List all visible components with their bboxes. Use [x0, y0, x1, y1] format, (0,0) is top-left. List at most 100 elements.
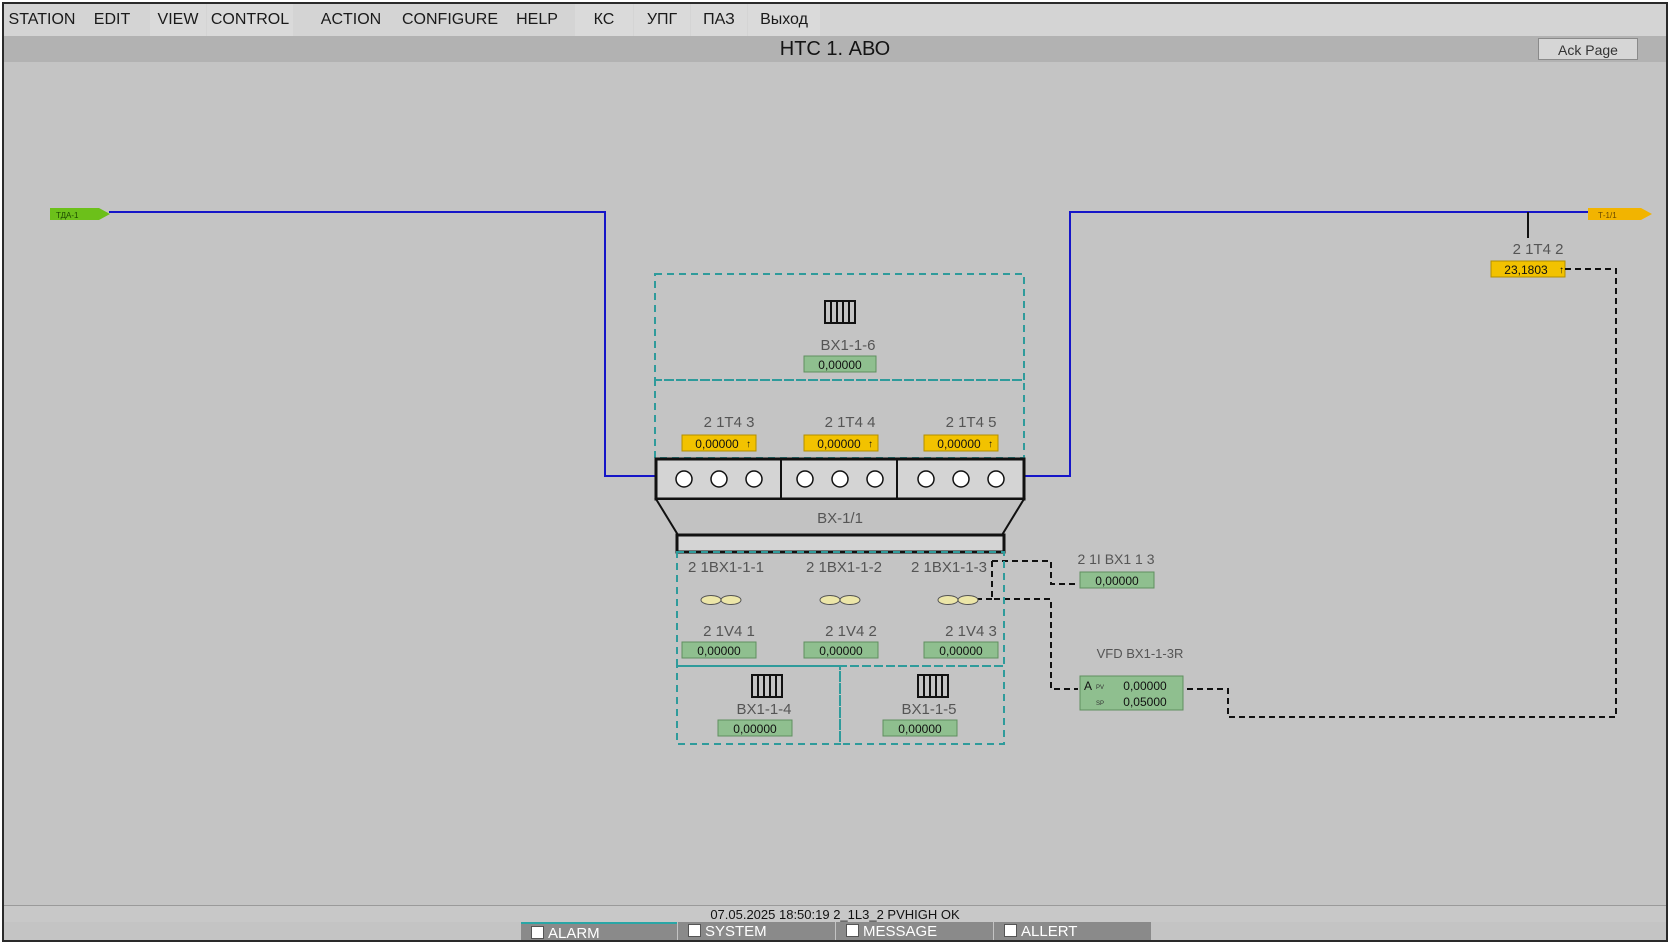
tab-allert-label: ALLERT — [1021, 923, 1078, 940]
tube-bundle — [675, 470, 1005, 488]
bottom-module-1-icon[interactable] — [751, 674, 783, 698]
tab-system-label: SYSTEM — [705, 923, 767, 940]
vib-1-value[interactable]: 0,00000 — [681, 641, 757, 659]
bottom-module-1-value[interactable]: 0,00000 — [717, 719, 793, 737]
alarm-flag-icon: ↑ — [1559, 265, 1564, 276]
inlet-arrow-icon — [50, 208, 110, 220]
vfd-faceplate[interactable]: A PV SP 0,00000 0,05000 — [1079, 675, 1184, 711]
top-module-value[interactable]: 0,00000 — [803, 355, 877, 373]
menu-edit[interactable]: EDIT — [93, 11, 131, 28]
status-bar: 07.05.2025 18:50:19 2_1L3_2 PVHIGH OK — [4, 905, 1666, 923]
vfd-signal-link — [991, 561, 1078, 690]
menu-configure[interactable]: CONFIGURE — [402, 11, 498, 28]
outlet-temp-text: 23,1803 — [1504, 263, 1548, 277]
menu-station[interactable]: STATION — [8, 11, 76, 28]
vfd-pv-label: PV — [1096, 685, 1104, 691]
temp-2-value[interactable]: 0,00000 ↑ — [803, 434, 879, 452]
menu-help[interactable]: HELP — [516, 11, 558, 28]
fan-2-icon[interactable] — [819, 595, 861, 605]
process-mimic: ТДА-1 Т-1/1 2 1T4 2 23,1803 ↑ — [50, 208, 1652, 745]
menu-view[interactable]: VIEW — [150, 4, 206, 36]
vib-2-label: 2 1V4 2 — [825, 623, 877, 640]
fan-1-icon[interactable] — [700, 595, 742, 605]
temp-2-label: 2 1T4 4 — [825, 414, 876, 431]
outlet-tag-label: Т-1/1 — [1598, 211, 1617, 220]
title-bar: НТС 1. АВО Ack Page — [4, 36, 1666, 62]
vfd-sp-value: 0,05000 — [1123, 695, 1167, 709]
outlet-temp-label: 2 1T4 2 — [1513, 241, 1564, 258]
menu-upg[interactable]: УПГ — [634, 4, 690, 36]
unit-label: BX-1/1 — [817, 510, 863, 527]
outlet-arrow-icon — [1588, 208, 1652, 220]
alarm-flag-icon: ↑ — [988, 439, 993, 450]
checkbox-icon[interactable] — [1004, 924, 1017, 937]
bottom-module-2-value[interactable]: 0,00000 — [882, 719, 958, 737]
alarm-flag-icon: ↑ — [868, 439, 873, 450]
bottom-module-1-value-text: 0,00000 — [733, 722, 777, 736]
checkbox-icon[interactable] — [846, 924, 859, 937]
air-cooler-unit[interactable] — [654, 457, 1026, 554]
current-signal-link — [992, 560, 1078, 585]
menu-action[interactable]: ACTION — [320, 11, 382, 28]
menu-control[interactable]: CONTROL — [207, 4, 293, 36]
current-label: 2 1I BX1 1 3 — [1077, 551, 1154, 567]
temp-3-value[interactable]: 0,00000 ↑ — [923, 434, 999, 452]
menu-paz[interactable]: ПАЗ — [691, 4, 747, 36]
top-module-icon[interactable] — [824, 300, 856, 324]
status-message: 07.05.2025 18:50:19 2_1L3_2 PVHIGH OK — [710, 907, 960, 922]
checkbox-icon[interactable] — [688, 924, 701, 937]
bottom-module-2-icon[interactable] — [917, 674, 949, 698]
temp-sensors-frame — [654, 379, 1025, 459]
vib-1-text: 0,00000 — [697, 644, 741, 658]
current-value[interactable]: 0,00000 — [1079, 571, 1155, 589]
temp-3-text: 0,00000 — [937, 437, 981, 451]
fan-3-icon[interactable] — [937, 595, 979, 605]
tab-system[interactable]: SYSTEM — [678, 922, 835, 940]
temp-1-value[interactable]: 0,00000 ↑ — [681, 434, 757, 452]
vib-3-value[interactable]: 0,00000 — [923, 641, 999, 659]
temp-2-text: 0,00000 — [817, 437, 861, 451]
alarm-flag-icon: ↑ — [746, 439, 751, 450]
menu-bar: STATION EDIT VIEW CONTROL ACTION CONFIGU… — [4, 4, 1666, 37]
outlet-tag[interactable]: Т-1/1 — [1588, 208, 1652, 220]
top-module-label: BX1-1-6 — [820, 337, 875, 354]
current-value-text: 0,00000 — [1095, 574, 1139, 588]
checkbox-icon[interactable] — [531, 926, 544, 939]
page-title: НТС 1. АВО — [779, 38, 891, 60]
vfd-pv-value: 0,00000 — [1123, 679, 1167, 693]
inlet-tag-label: ТДА-1 — [56, 211, 79, 220]
tab-message[interactable]: MESSAGE — [836, 922, 993, 940]
outlet-temp-value[interactable]: 23,1803 ↑ — [1490, 260, 1566, 278]
fan-2-label: 2 1BX1-1-2 — [806, 559, 882, 576]
outlet-pipe — [1024, 211, 1592, 477]
bottom-module-1-label: BX1-1-4 — [736, 701, 791, 718]
vib-3-text: 0,00000 — [939, 644, 983, 658]
inlet-tag[interactable]: ТДА-1 — [50, 208, 110, 220]
top-module-frame — [654, 273, 1025, 381]
vib-2-text: 0,00000 — [819, 644, 863, 658]
bottom-module-2-label: BX1-1-5 — [901, 701, 956, 718]
vfd-sp-label: SP — [1096, 701, 1104, 707]
ack-page-button[interactable]: Ack Page — [1538, 38, 1638, 60]
temp-control-link — [1182, 268, 1617, 718]
bottom-module-2-value-text: 0,00000 — [898, 722, 942, 736]
alarm-tab-bar: ALARM SYSTEM MESSAGE ALLERT — [4, 922, 1666, 942]
inlet-pipe — [109, 211, 656, 477]
temp-1-label: 2 1T4 3 — [704, 414, 755, 431]
fan-3-label: 2 1BX1-1-3 — [911, 559, 987, 576]
vib-1-label: 2 1V4 1 — [703, 623, 755, 640]
tab-alarm[interactable]: ALARM — [521, 922, 677, 942]
tab-alarm-label: ALARM — [548, 925, 600, 942]
temp-1-text: 0,00000 — [695, 437, 739, 451]
vfd-label: VFD BX1-1-3R — [1097, 646, 1184, 661]
vib-2-value[interactable]: 0,00000 — [803, 641, 879, 659]
vib-3-label: 2 1V4 3 — [945, 623, 997, 640]
bottom-module-2-frame — [839, 665, 1005, 745]
menu-ks[interactable]: КС — [575, 4, 633, 36]
tab-message-label: MESSAGE — [863, 923, 938, 940]
vfd-mode: A — [1084, 679, 1092, 693]
tab-allert[interactable]: ALLERT — [994, 922, 1151, 940]
menu-exit[interactable]: Выход — [748, 4, 820, 36]
fan-1-label: 2 1BX1-1-1 — [688, 559, 764, 576]
temp-3-label: 2 1T4 5 — [946, 414, 997, 431]
